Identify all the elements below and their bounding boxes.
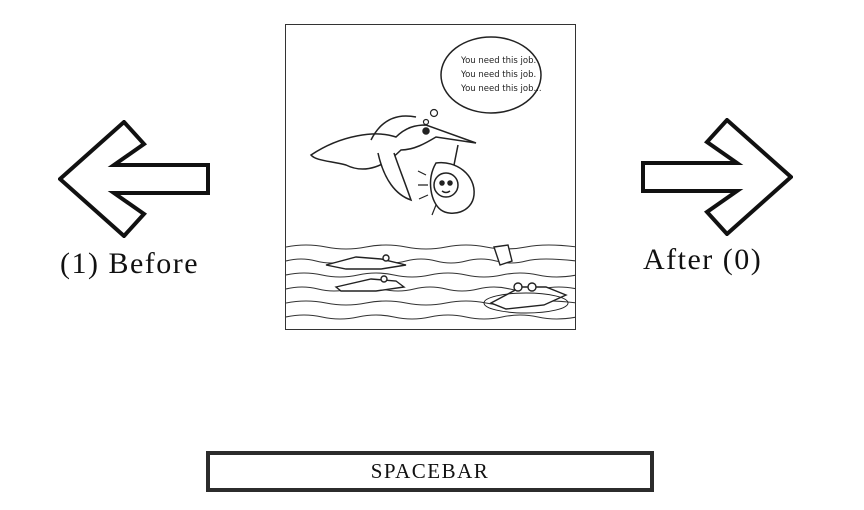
arrow-right-icon[interactable] bbox=[641, 118, 793, 236]
after-label: After (0) bbox=[643, 243, 763, 276]
baby-bundle-illustration bbox=[417, 161, 475, 216]
thought-line: You need this job. bbox=[460, 56, 536, 66]
cartoon-drawing: You need this job. You need this job. Yo… bbox=[286, 36, 575, 320]
water-illustration bbox=[286, 244, 575, 320]
crocodiles-illustration bbox=[325, 244, 569, 314]
before-label: (1) Before bbox=[60, 247, 200, 280]
cartoon-image: You need this job. You need this job. Yo… bbox=[285, 24, 576, 330]
stork-illustration bbox=[309, 115, 477, 202]
arrow-left-icon[interactable] bbox=[58, 120, 210, 238]
thought-bubble bbox=[440, 36, 542, 114]
thought-line: You need this job. bbox=[460, 70, 536, 80]
spacebar-button[interactable]: SPACEBAR bbox=[206, 451, 654, 492]
thought-line: You need this job... bbox=[460, 84, 542, 94]
